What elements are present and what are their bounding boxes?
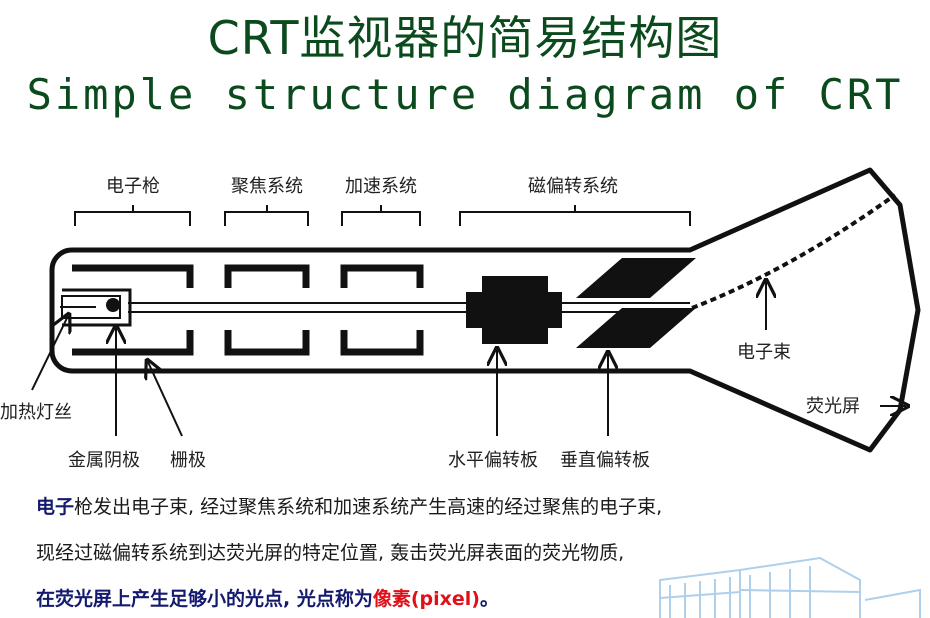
- cathode-cup: [62, 288, 132, 327]
- acceleration-system-bracket: [341, 205, 421, 226]
- focusing-electrode: [224, 264, 310, 356]
- vertical-deflection-plate-lower: [576, 308, 696, 348]
- focusing-system-bracket: [224, 205, 309, 226]
- label-focusing-system: 聚焦系统: [231, 176, 303, 197]
- pixel-term: 像素(pixel): [372, 588, 480, 610]
- label-phosphor-screen: 荧光屏: [806, 396, 860, 417]
- label-deflection-system: 磁偏转系统: [528, 176, 618, 197]
- label-heater-filament: 加热灯丝: [0, 402, 72, 423]
- grid-arrow: [148, 362, 183, 437]
- emphasis-electron: 电子: [36, 496, 75, 518]
- electron-gun-bracket: [74, 205, 191, 226]
- paragraph-line-3-end: 。: [479, 588, 499, 610]
- background-building-art: [659, 556, 921, 618]
- label-horizontal-plate: 水平偏转板: [448, 450, 538, 471]
- electron-beam-dashed: [691, 193, 897, 310]
- crt-diagram: 电子枪 聚焦系统 加速系统 磁偏转系统 电子束 荧光屏 加热灯丝 金属阴极 栅极…: [0, 167, 921, 471]
- cathode-tip: [106, 298, 120, 312]
- label-electron-beam: 电子束: [737, 342, 791, 363]
- paragraph-line-3-text: 在荧光屏上产生足够小的光点, 光点称为: [36, 588, 373, 610]
- label-acceleration-system: 加速系统: [345, 176, 417, 197]
- label-grid: 栅极: [170, 450, 206, 471]
- label-metal-cathode: 金属阴极: [68, 450, 140, 471]
- acceleration-electrode: [340, 264, 424, 356]
- gun-lower-electrode: [72, 330, 194, 356]
- crt-tube-outline: [49, 167, 921, 453]
- label-vertical-plate: 垂直偏转板: [560, 450, 650, 471]
- title-english: Simple structure diagram of CRT: [26, 70, 904, 119]
- vertical-deflection-plate-upper: [576, 258, 696, 298]
- title-chinese: CRT监视器的简易结构图: [207, 11, 723, 65]
- horizontal-deflection-plate: [466, 276, 562, 344]
- paragraph-line-1-text: 枪发出电子束, 经过聚焦系统和加速系统产生高速的经过聚焦的电子束,: [74, 496, 663, 518]
- paragraph-line-2: 现经过磁偏转系统到达荧光屏的特定位置, 轰击荧光屏表面的荧光物质,: [36, 542, 625, 564]
- deflection-system-bracket: [459, 205, 691, 226]
- paragraph-line-3: 在荧光屏上产生足够小的光点, 光点称为像素(pixel)。: [36, 584, 916, 611]
- label-electron-gun: 电子枪: [106, 176, 160, 197]
- paragraph-line-1: 电子枪发出电子束, 经过聚焦系统和加速系统产生高速的经过聚焦的电子束,: [36, 492, 916, 519]
- gun-upper-electrode: [72, 264, 194, 288]
- filament-arrow: [31, 316, 68, 391]
